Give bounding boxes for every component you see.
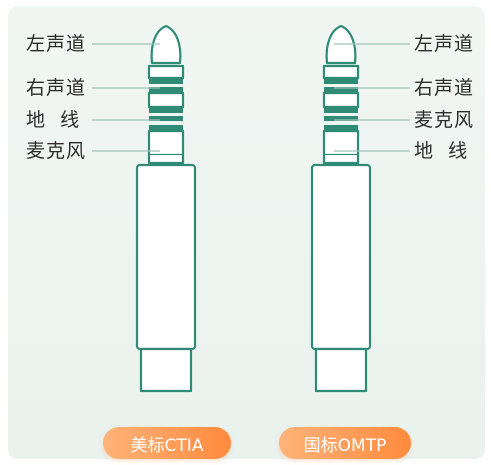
left-plug-ring-2 — [147, 91, 185, 109]
right-plug-body — [310, 163, 372, 351]
right-plug — [310, 24, 372, 393]
ctia-standard-badge: 美标CTIA — [103, 427, 231, 459]
right-plug-ring-2 — [322, 91, 360, 109]
left-plug-bands — [149, 78, 183, 131]
right-plug-neck — [322, 155, 360, 165]
left-label-microphone: 麦克风 — [26, 140, 87, 162]
omtp-standard-badge: 国标OMTP — [279, 427, 411, 459]
left-label-ground: 地 线 — [26, 109, 81, 131]
left-plug-tail — [139, 347, 193, 393]
right-label-right-channel: 右声道 — [414, 77, 475, 99]
left-label-right-channel: 右声道 — [26, 77, 87, 99]
right-label-left-channel: 左声道 — [414, 33, 475, 55]
left-label-left-channel: 左声道 — [26, 33, 87, 55]
left-leader-lines — [92, 43, 160, 152]
left-plug-neck — [147, 155, 185, 165]
right-plug-ring-1 — [322, 64, 360, 80]
right-plug-tail — [314, 347, 368, 393]
left-plug-tip — [150, 24, 182, 65]
background-card — [8, 6, 485, 459]
left-plug-ring-1 — [147, 64, 185, 80]
right-plug-bands — [324, 78, 358, 131]
right-label-microphone: 麦克风 — [414, 109, 475, 131]
right-leader-lines — [334, 43, 410, 152]
right-label-ground: 地 线 — [414, 140, 469, 162]
left-plug-body — [135, 163, 197, 351]
